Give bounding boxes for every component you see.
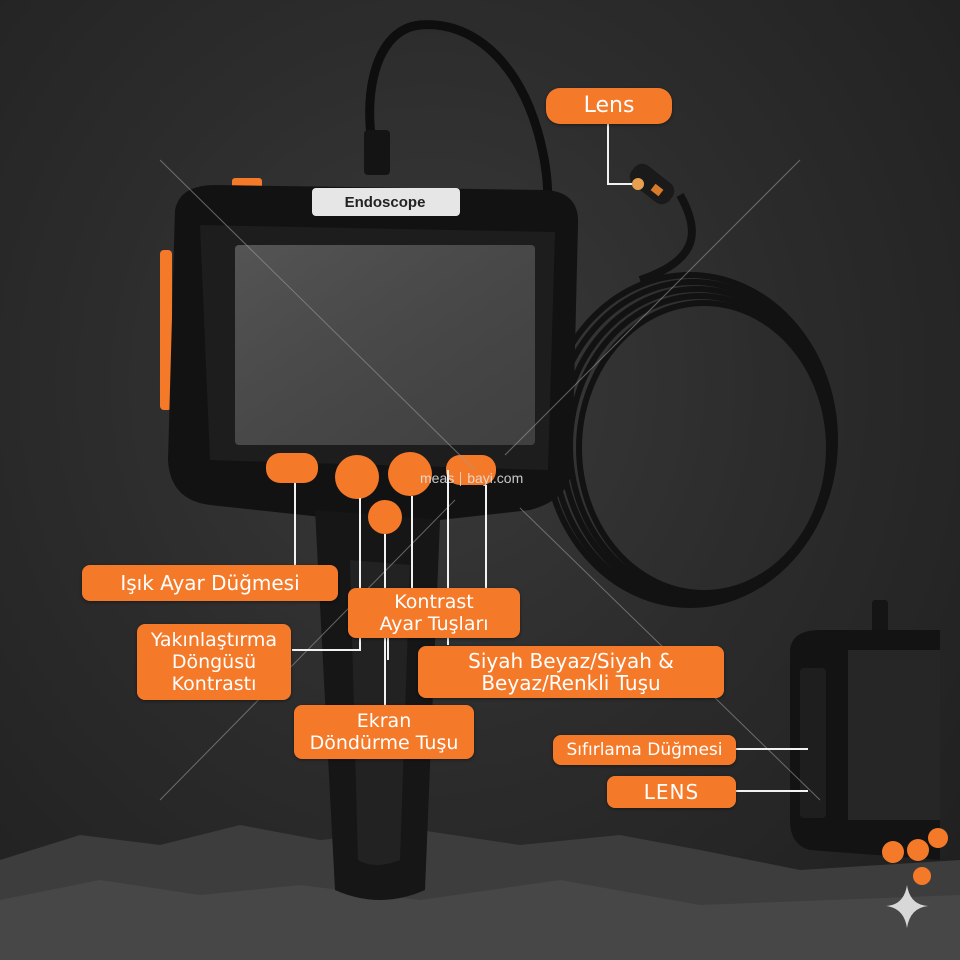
coiled-cable: [542, 272, 838, 608]
callout-reset-button: Sıfırlama Düğmesi: [553, 735, 736, 765]
callout-lines: [292, 112, 808, 792]
watermark-left: meas: [420, 470, 455, 486]
callout-lens-top: Lens: [546, 88, 672, 124]
callout-zoom-contrast: Yakınlaştırma Döngüsü Kontrastı: [137, 624, 291, 700]
lens-head: [629, 163, 675, 205]
device-brand-label: Endoscope: [344, 194, 426, 211]
sparkle-icon: [886, 885, 928, 928]
callout-screen-rotate: Ekran Döndürme Tuşu: [294, 705, 474, 759]
callout-lens-bottom: LENS: [607, 776, 736, 808]
callout-contrast-buttons: Kontrast Ayar Tuşları: [348, 588, 520, 638]
callout-bw-color-button: Siyah Beyaz/Siyah & Beyaz/Renkli Tuşu: [418, 646, 724, 698]
callout-light-button: Işık Ayar Düğmesi: [82, 565, 338, 601]
watermark: meas bayi.com: [420, 470, 524, 487]
watermark-right: bayi.com: [467, 470, 524, 486]
main-device: [160, 178, 579, 900]
side-view-device: [790, 600, 948, 885]
